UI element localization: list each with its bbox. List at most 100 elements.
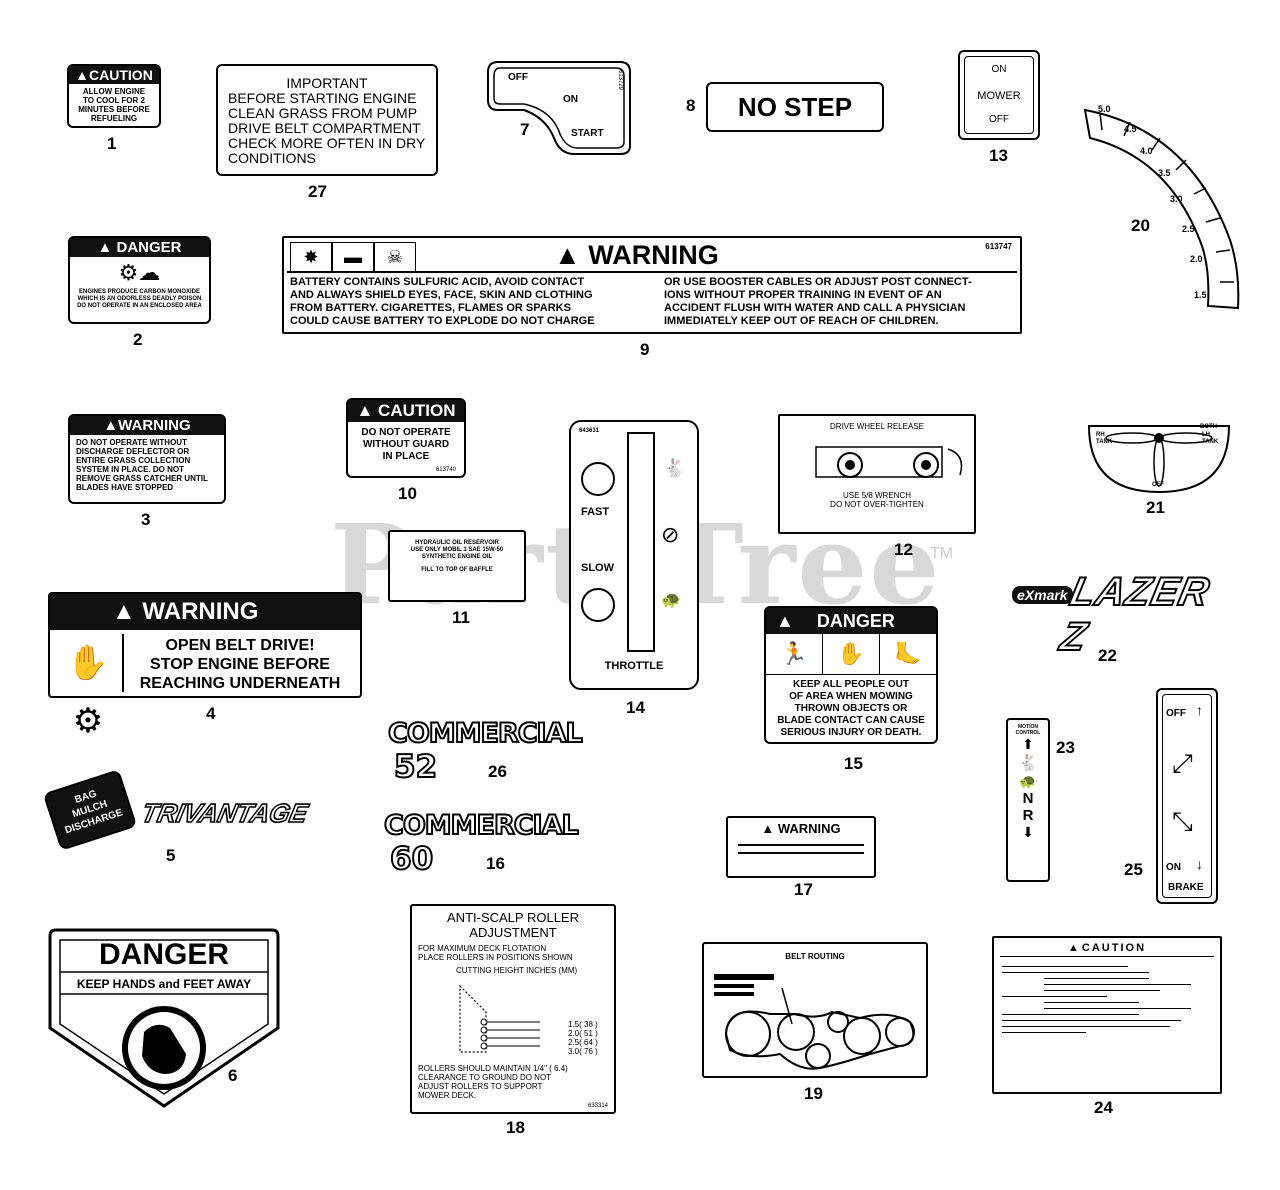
decal-18-line: MOWER DECK. [418, 1091, 477, 1100]
decal-14-fast: FAST [581, 506, 610, 518]
decal-10-caution[interactable]: ▲ CAUTION DO NOT OPERATE WITHOUT GUARD I… [346, 398, 466, 478]
decal-27-line: BEFORE STARTING ENGINE [228, 90, 417, 106]
decal-22-lazer-z-logo[interactable]: eXmark LAZER Z [992, 566, 1220, 660]
decal-13-mower-switch[interactable]: ON MOWER OFF [958, 50, 1040, 140]
decal-10-header: CAUTION [378, 401, 456, 420]
decal-8-text: NO STEP [737, 92, 853, 122]
decal-26-commercial-52[interactable]: COMMERCIAL 52 [387, 717, 618, 786]
decal-14-slow: SLOW [581, 562, 614, 574]
decal-25-brake-text: BRAKE [1168, 882, 1204, 893]
callout-12: 12 [894, 540, 913, 559]
decal-3-line: REMOVE GRASS CATCHER UNTIL [76, 474, 208, 483]
decal-5-brand: TRIVANTAGE [138, 797, 311, 829]
warning-triangle-icon: ▲ [554, 240, 589, 270]
warning-triangle-icon: ▲ [103, 417, 119, 434]
decal-2-line: WHICH IS AN ODORLESS DEADLY POISON [77, 296, 202, 302]
callout-25: 25 [1124, 860, 1143, 879]
decal-21-fuel-selector[interactable] [1086, 422, 1232, 494]
scale-mark: 4.5 [1124, 124, 1137, 134]
scale-mark: 2.5 [1182, 224, 1195, 234]
decal-18-anti-scalp[interactable]: ANTI-SCALP ROLLER ADJUSTMENT FOR MAXIMUM… [410, 904, 616, 1114]
decal-27-title: IMPORTANT [286, 75, 368, 91]
drive-wheel-drawing [815, 446, 963, 478]
decal-11-hydraulic-oil[interactable]: HYDRAULIC OIL RESERVOIR USE ONLY MOBIL 1… [388, 530, 526, 602]
throttle-hole-slow [581, 588, 615, 622]
throttle-slot[interactable] [627, 432, 655, 652]
decal-18-line: ADJUST ROLLERS TO SUPPORT [418, 1082, 543, 1091]
throttle-hole-fast [581, 462, 615, 496]
warning-triangle-icon: ▲ [356, 401, 379, 420]
decal-14-throttle[interactable]: 643631 FAST SLOW 🐇 ⊘ 🐢 THROTTLE [569, 420, 699, 690]
callout-2: 2 [133, 330, 143, 349]
decal-2-line: DO NOT OPERATE IN AN ENCLOSED AREA [77, 303, 202, 309]
decal-6-subtitle: KEEP HANDS and FEET AWAY [76, 977, 252, 991]
decal-6-danger-shape[interactable] [46, 928, 282, 1110]
decal-4-line: REACHING UNDERNEATH [139, 675, 341, 692]
decal-4-warning[interactable]: ▲ WARNING ✋⚙ OPEN BELT DRIVE! STOP ENGIN… [48, 592, 362, 740]
decal-11-line: SYNTHETIC ENGINE OIL [421, 554, 493, 560]
decal-9-line: BATTERY CONTAINS SULFURIC ACID, AVOID CO… [290, 276, 585, 288]
decal-24-caution[interactable]: ▲ CAUTION [992, 936, 1222, 1094]
arrow-up-icon: ⬆ [1022, 736, 1034, 752]
decal-3-line: BLADES HAVE STOPPED [76, 483, 174, 492]
decal-3-warning[interactable]: ▲WARNING DO NOT OPERATE WITHOUT DISCHARG… [68, 414, 226, 504]
arrow-down-icon: ↓ [1196, 856, 1203, 872]
decal-19-belt-routing[interactable]: BELT ROUTING [702, 942, 928, 1078]
decal-15-line: OF AREA WHEN MOWING [789, 691, 913, 702]
decal-9-battery-warning[interactable]: ✸ ▬ ☠ ▲ WARNING 613747 BATTERY CONTAINS … [282, 236, 1022, 334]
decal-25-off: OFF [1166, 708, 1186, 719]
callout-14: 14 [626, 698, 645, 717]
callout-21: 21 [1146, 498, 1165, 517]
decal-14-code: 643631 [579, 428, 600, 434]
trademark-mark: TM [930, 545, 954, 562]
decal-17-warning[interactable]: ▲ WARNING [726, 816, 876, 878]
arrow-down-icon: ⬇ [1022, 824, 1034, 840]
decal-15-line: KEEP ALL PEOPLE OUT [793, 679, 909, 690]
decal-11-line: HYDRAULIC OIL RESERVOIR [415, 540, 499, 546]
warning-triangle-icon: ▲ [75, 67, 90, 83]
decal-27-line: CLEAN GRASS FROM PUMP [228, 105, 418, 121]
decal-1-header: CAUTION [89, 67, 153, 83]
decal-9-line: FROM BATTERY. CIGARETTES, FLAMES OR SPAR… [290, 302, 571, 314]
decal-15-danger[interactable]: ▲ DANGER 🏃 ✋ 🦶 KEEP ALL PEOPLE OUT OF AR… [764, 606, 938, 744]
decal-13-on: ON [991, 64, 1007, 75]
turtle-icon: 🐢 [661, 592, 681, 609]
callout-20: 20 [1131, 216, 1150, 235]
decal-16-commercial-60[interactable]: COMMERCIAL 60 [383, 809, 624, 878]
decal-9-line: IMMEDIATELY KEEP OUT OF REACH OF CHILDRE… [664, 315, 939, 327]
engine-exhaust-icon: ⚙☁ [118, 260, 161, 285]
decal-25-brake[interactable]: OFF ↑ ⤢ ⤡ ON ↓ BRAKE [1156, 688, 1218, 904]
decal-27-important[interactable]: IMPORTANT BEFORE STARTING ENGINE CLEAN G… [216, 64, 438, 176]
decal-3-line: DO NOT OPERATE WITHOUT [76, 438, 187, 447]
decal-21-off: OFF [1152, 482, 1164, 488]
decal-4-header: WARNING [142, 598, 259, 625]
decal-20-height-scale[interactable] [1080, 70, 1250, 320]
explosion-icon: ✸ [290, 242, 332, 272]
thrown-objects-icon: 🏃 [766, 634, 823, 674]
callout-24: 24 [1094, 1098, 1113, 1117]
decal-2-danger[interactable]: ▲ DANGER ⚙☁ ENGINES PRODUCE CARBON MONOX… [68, 236, 211, 324]
roller-diagram [459, 984, 540, 1053]
decal-23-motion-control[interactable]: MOTION CONTROL ⬆ 🐇 🐢 N R ⬇ [1006, 718, 1050, 882]
decal-7-ignition-shape[interactable] [484, 58, 634, 158]
decal-23-title: MOTION CONTROL [1015, 724, 1041, 736]
decal-9-code: 613747 [985, 242, 1012, 251]
decal-12-drive-wheel-release[interactable]: DRIVE WHEEL RELEASE USE 5/8 WRENCH DO NO… [778, 414, 976, 534]
decal-2-line: ENGINES PRODUCE CARBON MONOXIDE [78, 289, 200, 295]
decal-18-line: FOR MAXIMUM DECK FLOTATION [418, 944, 547, 953]
decal-10-line: WITHOUT GUARD [362, 439, 450, 450]
belt-drive-hand-icon: ✋⚙ [54, 634, 124, 740]
decal-27-line: CONDITIONS [228, 150, 316, 166]
decal-8-no-step[interactable]: NO STEP [706, 82, 884, 132]
scale-mark: 5.0 [1098, 104, 1111, 114]
callout-5: 5 [166, 846, 176, 865]
decal-5-trivantage-logo[interactable]: BAG MULCH DISCHARGE TRIVANTAGE [42, 769, 311, 851]
callout-1: 1 [107, 134, 117, 153]
callout-22: 22 [1098, 646, 1117, 665]
decal-21-lh-tank: LH TANK [1202, 432, 1219, 445]
decal-17-header: WARNING [777, 821, 841, 836]
warning-triangle-icon: ▲ [776, 611, 799, 631]
decal-1-caution[interactable]: ▲CAUTION ALLOW ENGINE TO COOL FOR 2 MINU… [67, 64, 161, 128]
decal-27-line: DRIVE BELT COMPARTMENT [228, 120, 421, 136]
decal-7-code: 613729 [617, 70, 623, 91]
